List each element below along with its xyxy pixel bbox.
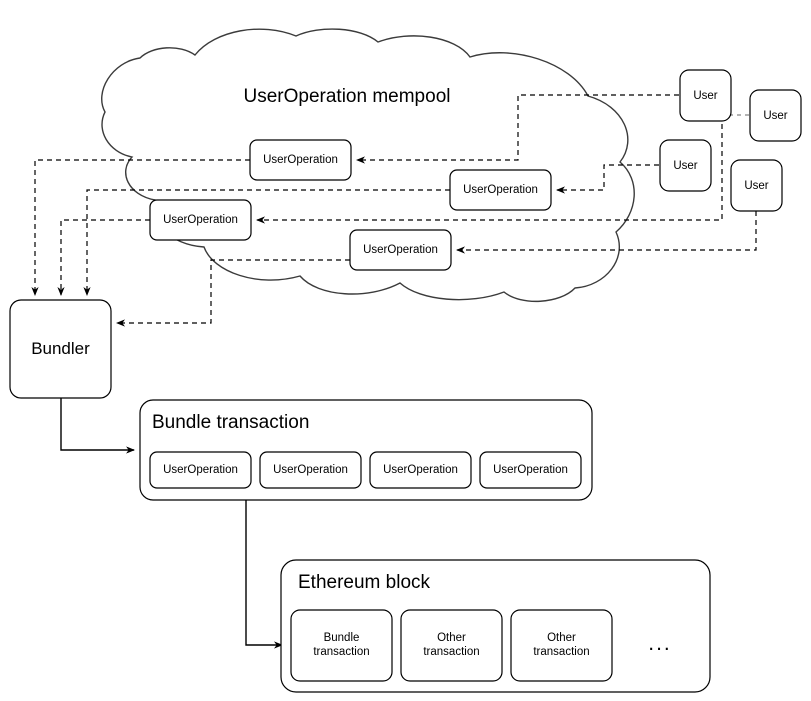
connector-user3-to-userop2 bbox=[556, 164, 659, 194]
mempool-userop-box-3[interactable] bbox=[149, 199, 252, 241]
bundle-item-box-2[interactable] bbox=[259, 451, 362, 489]
connector-bundler-to-bundle-transaction bbox=[60, 398, 135, 454]
connector-bundle-transaction-to-ethereum-block bbox=[245, 500, 283, 649]
mempool-userop-box-2[interactable] bbox=[449, 169, 552, 211]
bundle-item-box-4[interactable] bbox=[479, 451, 582, 489]
user-box-3[interactable] bbox=[659, 139, 712, 192]
bundle-item-box-1[interactable] bbox=[149, 451, 252, 489]
connector-user4-to-userop4 bbox=[456, 211, 757, 254]
bundler-box[interactable] bbox=[9, 299, 112, 399]
mempool-userop-box-1[interactable] bbox=[249, 139, 352, 181]
ethereum-block-item-box-3[interactable] bbox=[510, 609, 613, 682]
mempool-userop-box-4[interactable] bbox=[349, 229, 452, 271]
connector-user2-to-userop3 bbox=[256, 115, 723, 224]
ethereum-block-item-box-1[interactable] bbox=[290, 609, 393, 682]
bundle-transaction-container[interactable] bbox=[139, 399, 593, 501]
user-box-1[interactable] bbox=[679, 69, 732, 122]
ethereum-block-item-box-2[interactable] bbox=[400, 609, 503, 682]
user-box-4[interactable] bbox=[730, 159, 783, 212]
connector-userop2-to-bundler bbox=[83, 189, 450, 296]
connector-userop3-to-bundler bbox=[57, 219, 150, 296]
connector-user1-to-userop1 bbox=[356, 94, 679, 164]
user-box-2[interactable] bbox=[749, 89, 802, 142]
bundle-item-box-3[interactable] bbox=[369, 451, 472, 489]
